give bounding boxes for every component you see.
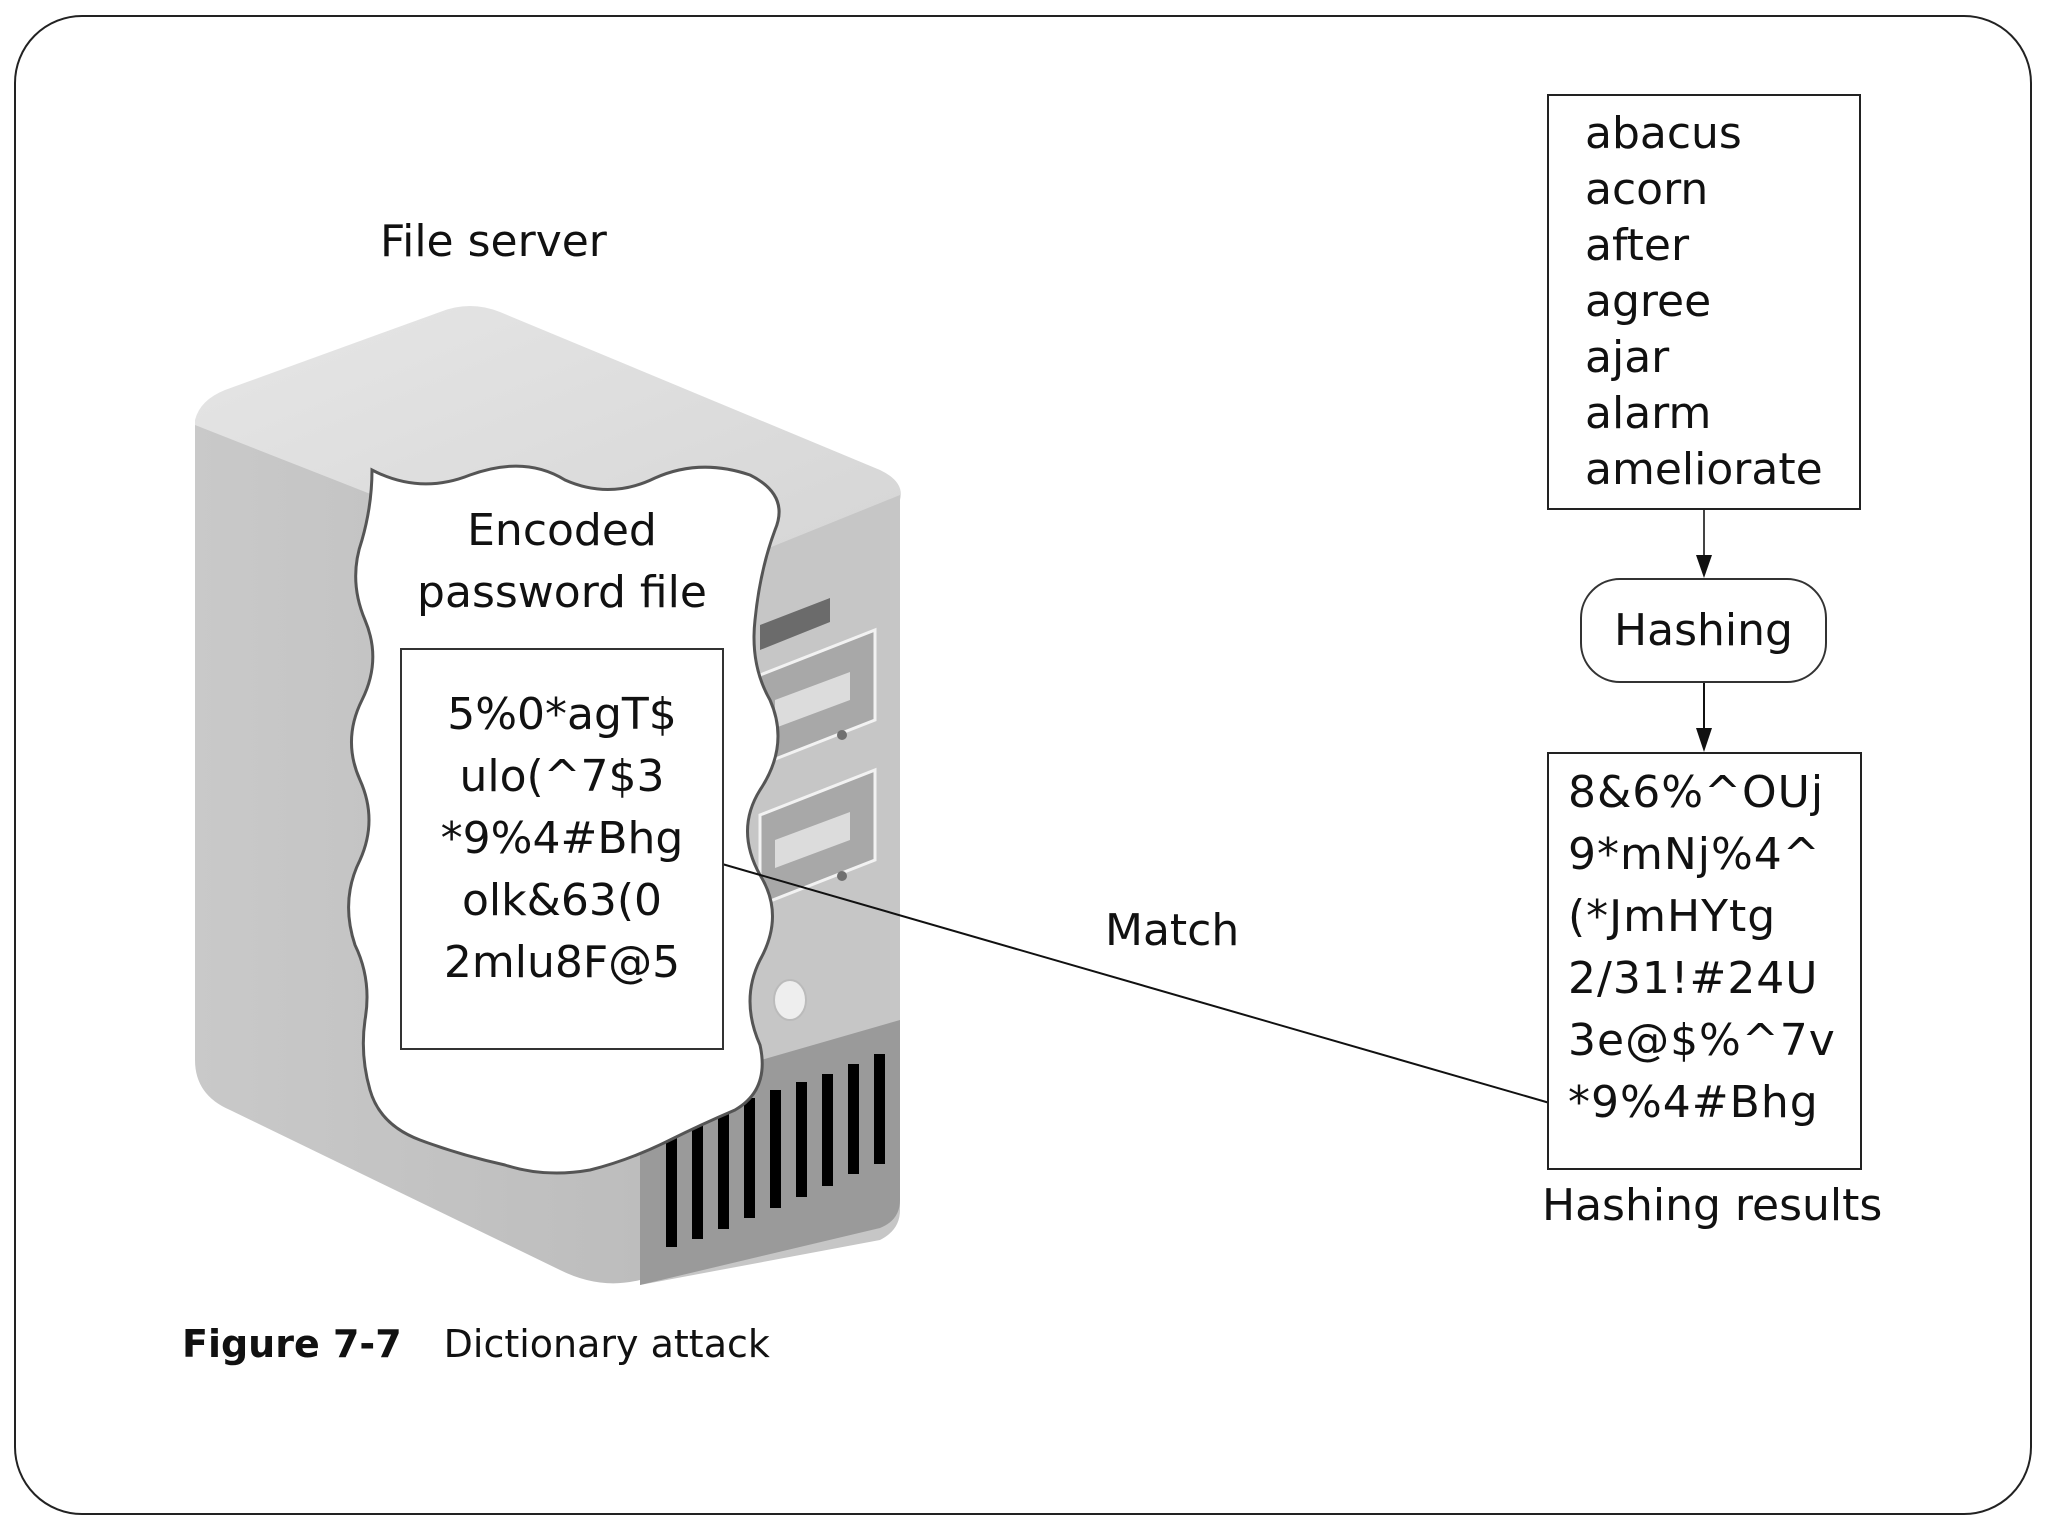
dictionary-word: acorn (1585, 164, 1709, 215)
power-button (773, 979, 807, 1021)
hash-result-matched: *9%4#Bhg (1568, 1077, 1819, 1128)
figure-title: Dictionary attack (443, 1322, 770, 1366)
encoded-entry: ulo(^7$3 (459, 751, 665, 802)
encoded-entry-matched: *9%4#Bhg (440, 813, 684, 864)
slide-frame (14, 15, 2032, 1515)
dictionary-word: alarm (1585, 388, 1712, 439)
encoded-file-title: Encoded password file (400, 500, 724, 624)
hash-result: 2/31!#24U (1568, 953, 1819, 1004)
hash-result: 9*mNj%4^ (1568, 829, 1821, 880)
drive-bay-2-face (775, 812, 850, 868)
figure-number: Figure 7-7 (182, 1322, 402, 1366)
arrowhead-icon (1696, 555, 1712, 578)
drive-slot-top (760, 598, 830, 650)
dictionary-word: abacus (1585, 108, 1742, 159)
dictionary-word: after (1585, 220, 1690, 271)
hashing-process-node: Hashing (1580, 578, 1827, 683)
encoded-entries-box (400, 648, 724, 1050)
hashing-results-list: 8&6%^OUj 9*mNj%4^ (*JmHYtg 2/31!#24U 3e@… (1568, 762, 1836, 1134)
match-label: Match (1105, 905, 1240, 956)
figure-caption: Figure 7-7 Dictionary attack (182, 1322, 770, 1366)
hash-result: 8&6%^OUj (1568, 767, 1825, 818)
drive-bay-1-face (775, 672, 850, 728)
hashing-results-box (1547, 752, 1862, 1170)
dictionary-word-list: abacus acorn after agree ajar alarm amel… (1585, 106, 1823, 498)
hashing-process-label: Hashing (1614, 605, 1793, 656)
dictionary-box (1547, 94, 1861, 510)
arrowhead-icon (1696, 728, 1712, 752)
encoded-entries-list: 5%0*agT$ ulo(^7$3 *9%4#Bhg olk&63(0 2mlu… (400, 684, 724, 994)
hashing-results-label: Hashing results (1542, 1180, 1883, 1231)
encoded-entry: olk&63(0 (461, 875, 663, 926)
dictionary-word: ameliorate (1585, 444, 1823, 495)
encoded-file-title-line2: password file (417, 567, 707, 618)
encoded-entry: 2mlu8F@5 (443, 937, 681, 988)
encoded-file-title-line1: Encoded (467, 505, 657, 556)
drive-bay-2-led (837, 871, 847, 881)
match-connector-line (697, 856, 1561, 1107)
dictionary-word: agree (1585, 276, 1712, 327)
encoded-entry: 5%0*agT$ (447, 689, 677, 740)
file-server-label: File server (380, 216, 607, 267)
drive-bay-1-led (837, 730, 847, 740)
dictionary-word: ajar (1585, 332, 1670, 383)
hash-result: (*JmHYtg (1568, 891, 1777, 942)
vent-slots (666, 1054, 885, 1247)
hash-result: 3e@$%^7v (1568, 1015, 1836, 1066)
